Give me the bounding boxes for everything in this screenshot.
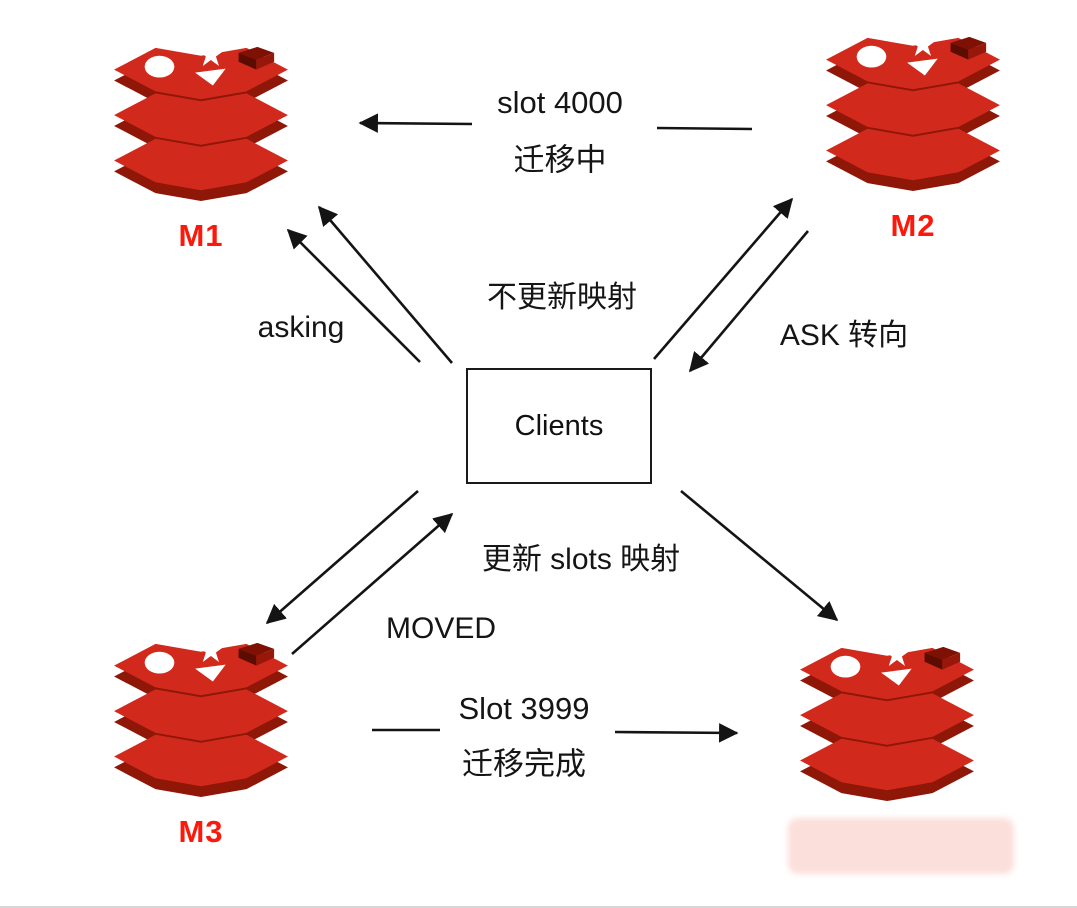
label-migration-complete: 迁移完成 bbox=[450, 736, 598, 786]
arrow-asking-1 bbox=[317, 205, 453, 364]
label-slot-3999: Slot 3999 bbox=[446, 689, 602, 729]
node-m4 bbox=[798, 640, 976, 806]
redis-icon bbox=[112, 40, 290, 206]
node-m1: M1 bbox=[112, 40, 290, 254]
arrow-slot3999-migration bbox=[614, 723, 739, 743]
arrow-moved-to-m3 bbox=[265, 490, 419, 625]
arrow-moved-return bbox=[291, 512, 454, 655]
node-m3: M3 bbox=[112, 636, 290, 850]
arrow-ask-return bbox=[688, 230, 809, 373]
arrow-slot4000-migration-right-seg bbox=[656, 126, 753, 131]
watermark-smudge bbox=[788, 818, 1014, 874]
arrow-ask-to-m2 bbox=[653, 197, 794, 360]
arrow-clients-to-m4 bbox=[680, 489, 839, 622]
label-slot-4000: slot 4000 bbox=[485, 83, 635, 123]
node-label-m3: M3 bbox=[178, 814, 224, 849]
node-label-m1: M1 bbox=[178, 218, 224, 253]
redis-icon bbox=[824, 30, 1002, 196]
node-m2: M2 bbox=[824, 30, 1002, 244]
label-migrating: 迁移中 bbox=[501, 132, 619, 182]
label-asking: asking bbox=[257, 311, 345, 344]
redis-icon bbox=[112, 636, 290, 802]
label-moved: MOVED bbox=[385, 612, 497, 645]
clients-node: Clients bbox=[466, 368, 652, 484]
node-label-m2: M2 bbox=[890, 208, 936, 243]
redis-icon bbox=[798, 640, 976, 806]
arrow-slot4000-migration bbox=[358, 113, 473, 133]
label-update-slots-mapping: 更新 slots 映射 bbox=[481, 543, 681, 576]
label-ask-redirect: ASK 转向 bbox=[779, 319, 909, 352]
clients-label: Clients bbox=[514, 409, 604, 442]
arrow-asking-2 bbox=[286, 228, 421, 363]
label-no-update-mapping: 不更新映射 bbox=[487, 281, 637, 314]
